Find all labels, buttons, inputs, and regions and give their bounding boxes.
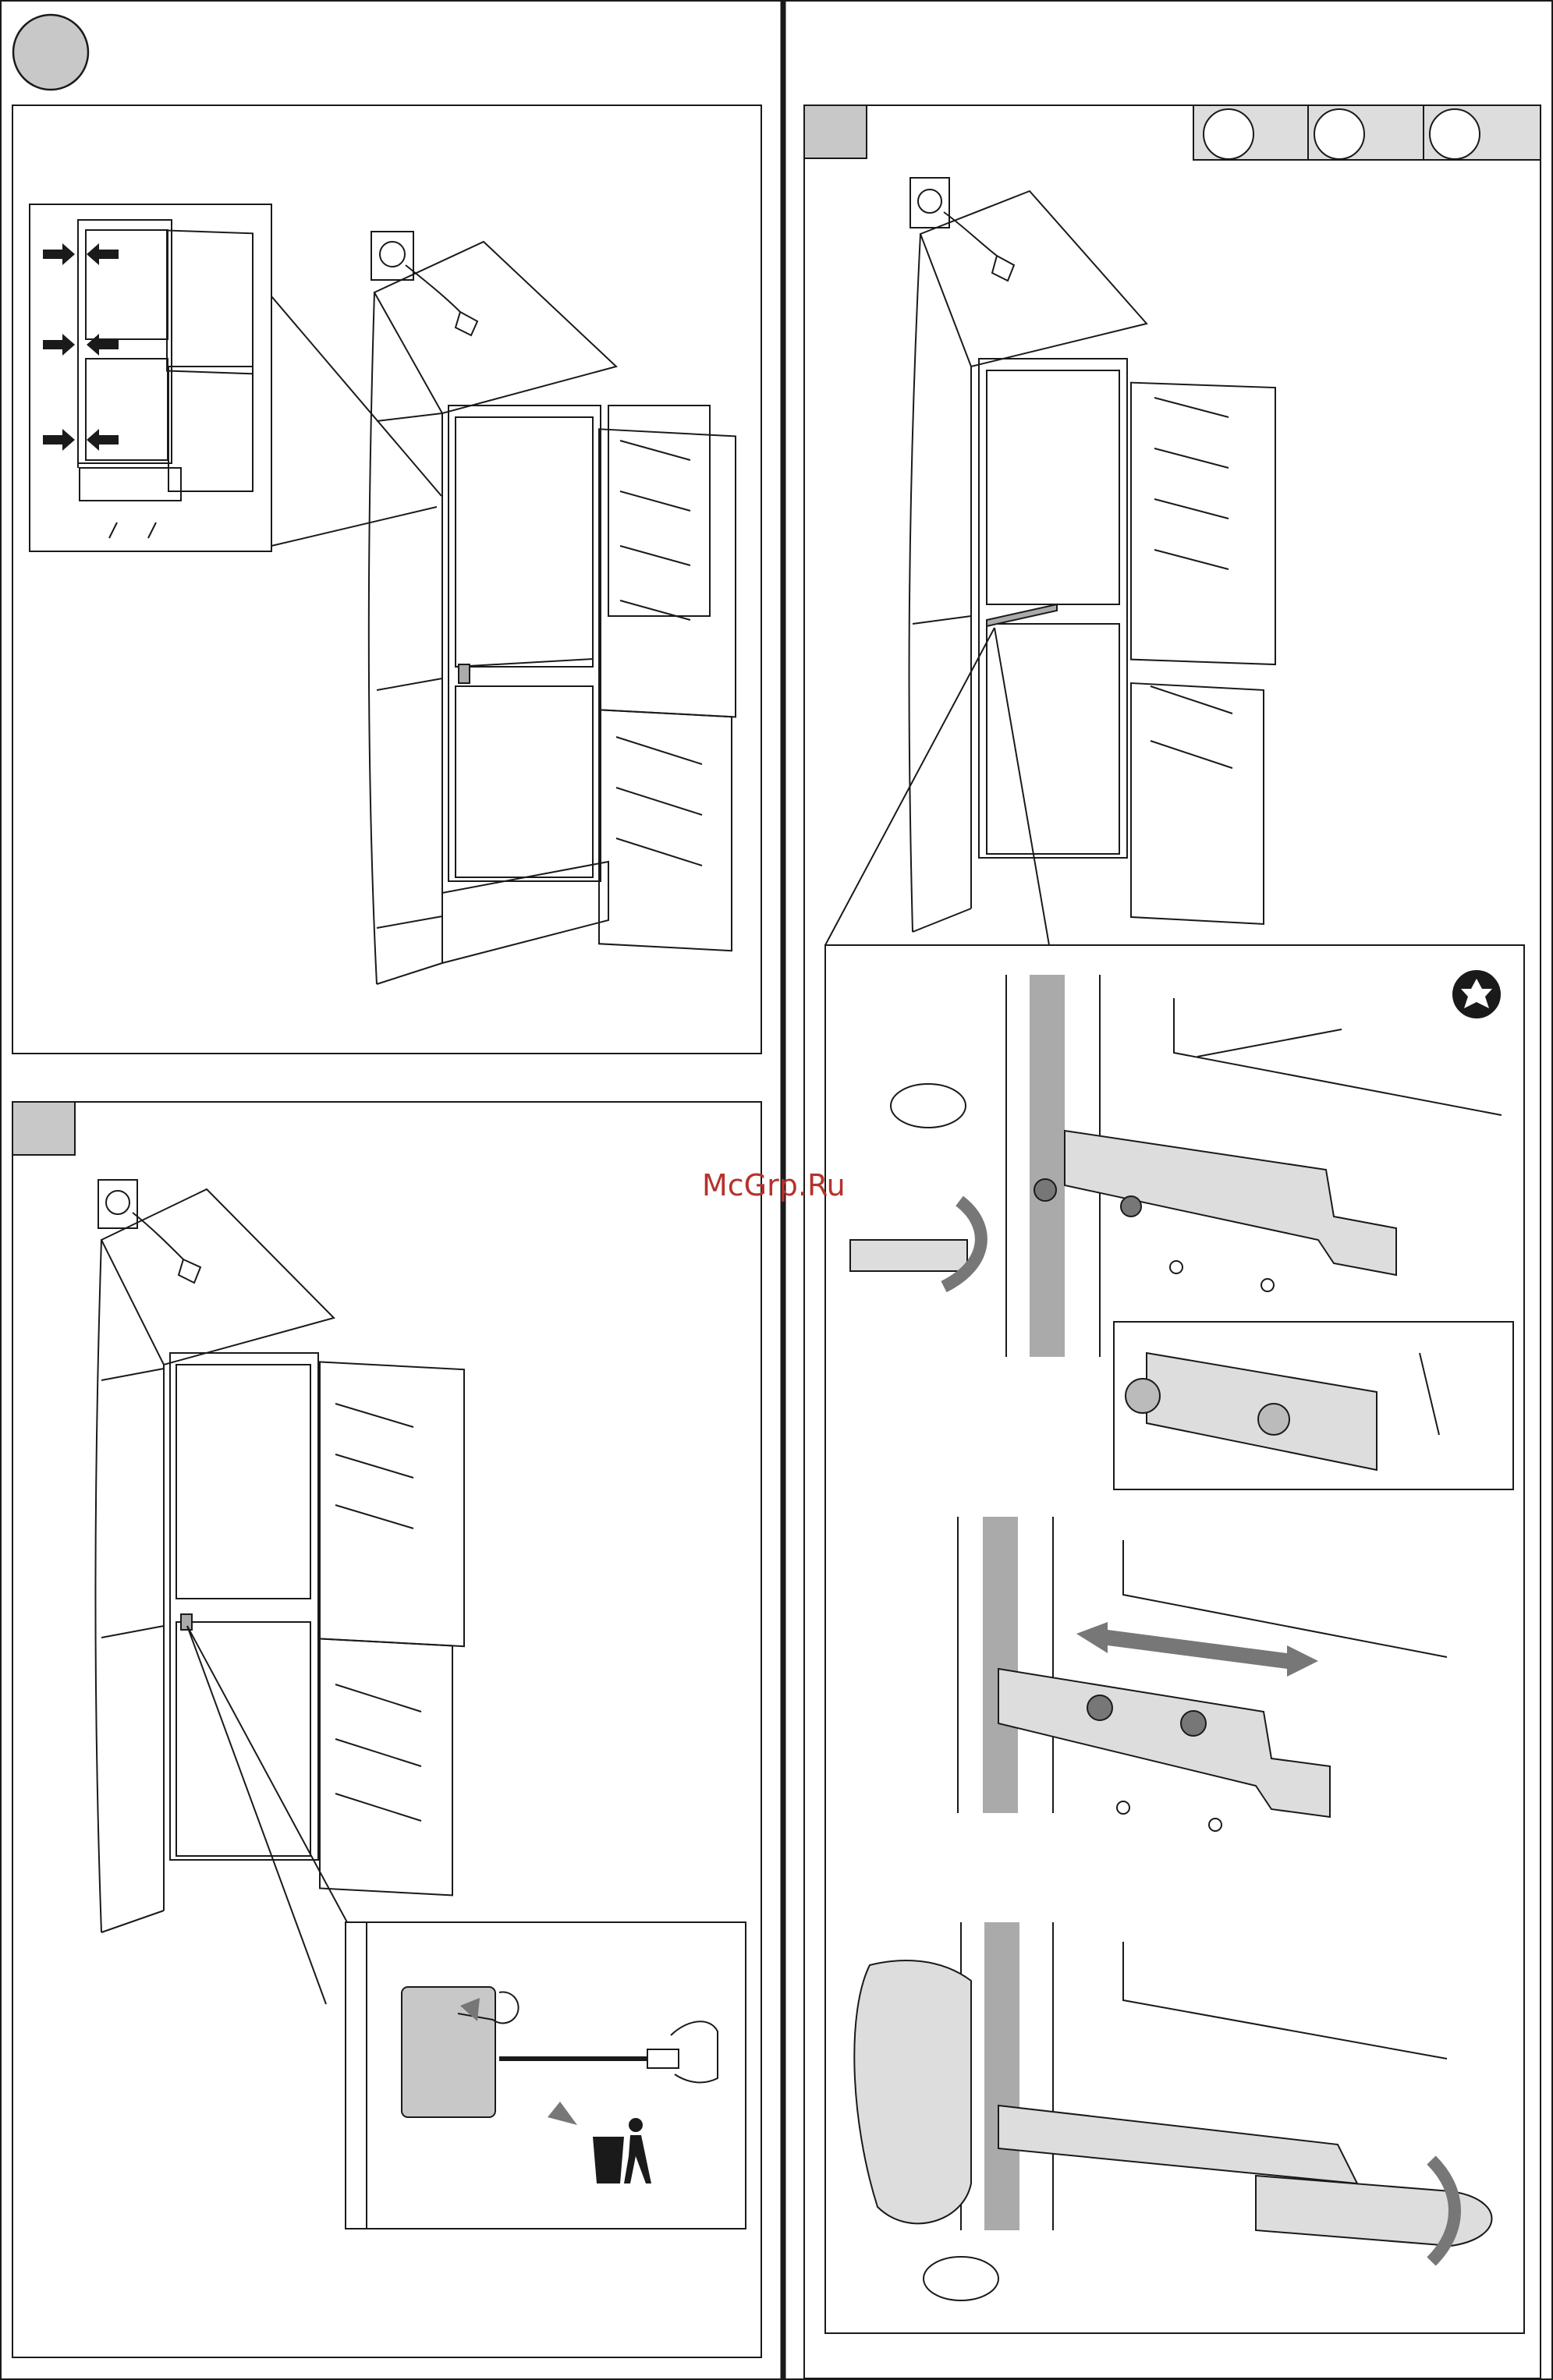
cabinet-illustration — [825, 191, 1275, 945]
torx-icon — [1453, 971, 1500, 1018]
remove-arrow-icon — [507, 2082, 577, 2125]
panel-b — [12, 1102, 761, 2357]
bracket-detail — [825, 945, 1524, 2333]
slide-arrow-icon — [1076, 1622, 1318, 1677]
screw-closeup-inset — [1114, 1322, 1513, 1489]
step-circle — [13, 15, 88, 90]
step-box — [12, 1102, 75, 1155]
cabinet-illustration — [369, 242, 736, 984]
power-socket-icon — [371, 232, 477, 335]
power-socket-icon — [910, 178, 1014, 281]
arrow-icon — [43, 243, 119, 451]
cover-removal-detail — [346, 1922, 746, 2229]
panel-a — [12, 105, 761, 1054]
option-boxes — [1193, 105, 1541, 160]
watermark-text: McGrp.Ru — [702, 1168, 846, 1202]
right-panel — [804, 105, 1541, 2378]
power-socket-icon — [98, 1180, 200, 1283]
cabinet-illustration — [96, 1189, 465, 2004]
trash-bin-icon — [593, 2118, 651, 2183]
step-box — [804, 105, 867, 158]
